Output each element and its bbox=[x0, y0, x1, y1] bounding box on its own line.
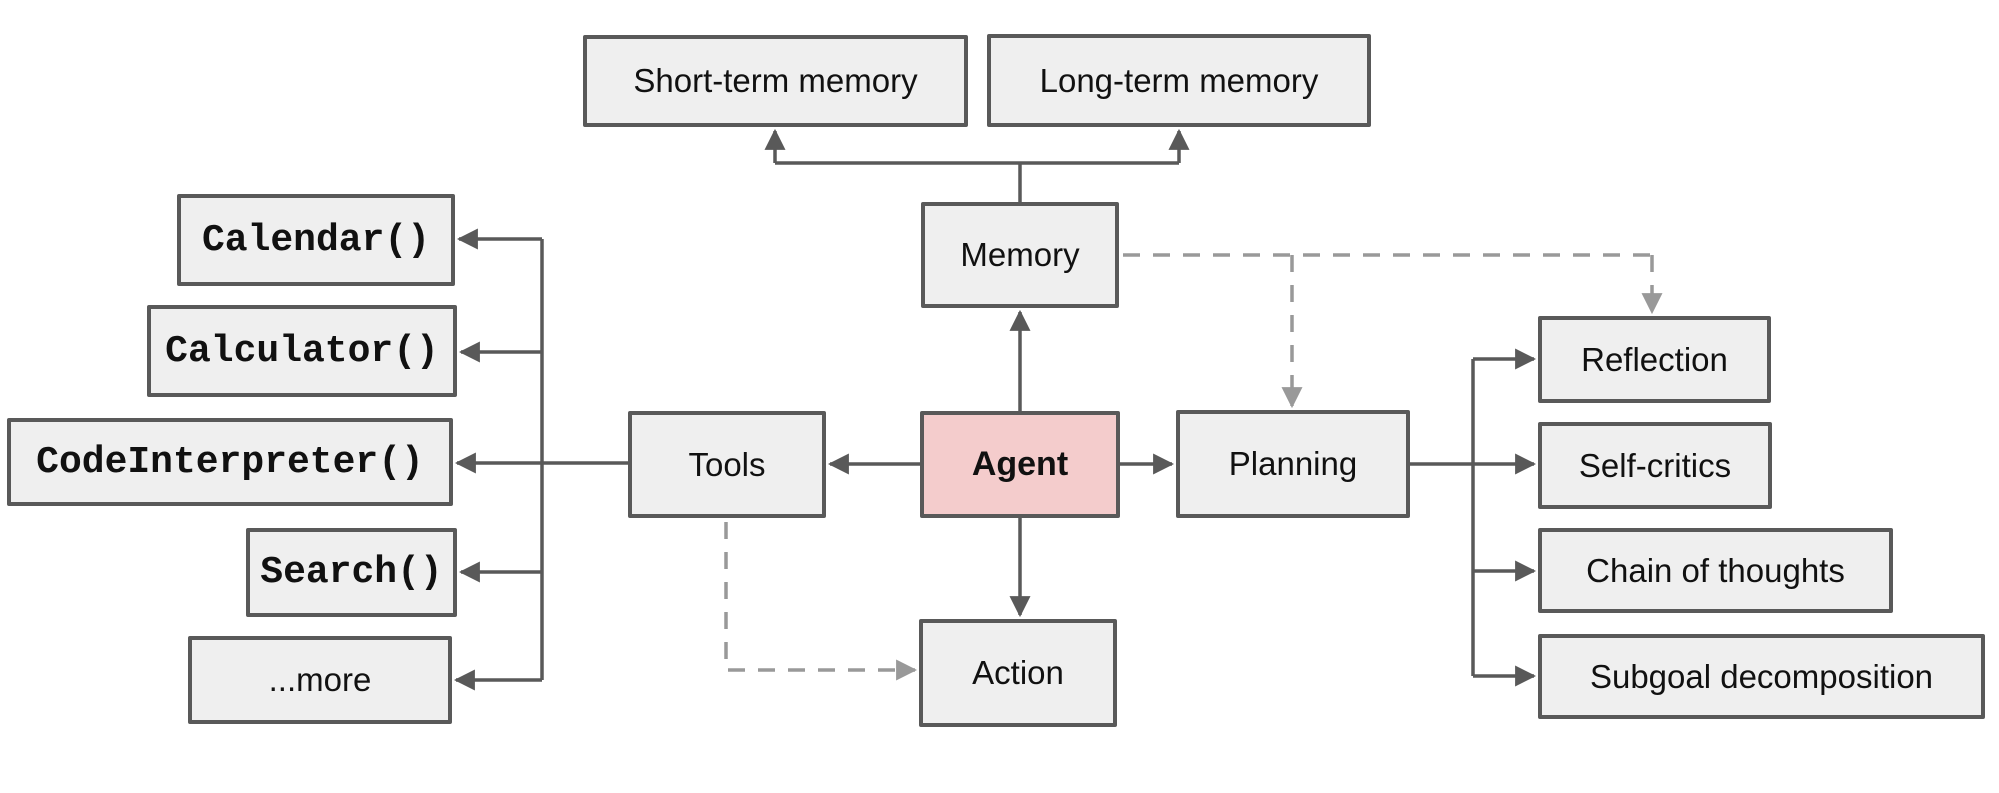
node-self-critics: Self-critics bbox=[1538, 422, 1772, 509]
node-code-interpreter-tool-label: CodeInterpreter() bbox=[36, 440, 424, 484]
edge-memory-fork bbox=[775, 161, 1179, 202]
node-subgoal-decomposition-label: Subgoal decomposition bbox=[1589, 657, 1934, 695]
node-reflection-label: Reflection bbox=[1581, 340, 1728, 378]
node-agent: Agent bbox=[920, 411, 1120, 518]
node-chain-of-thoughts-label: Chain of thoughts bbox=[1586, 551, 1845, 589]
node-calendar-tool-label: Calendar() bbox=[201, 218, 431, 262]
node-short-term-memory: Short-term memory bbox=[583, 35, 968, 127]
node-search-tool-label: Search() bbox=[260, 551, 443, 594]
node-long-term-memory: Long-term memory bbox=[987, 34, 1371, 127]
node-self-critics-label: Self-critics bbox=[1578, 446, 1732, 484]
node-memory: Memory bbox=[921, 202, 1119, 308]
node-reflection: Reflection bbox=[1538, 316, 1771, 403]
edge-planning-trunk bbox=[1410, 359, 1475, 676]
node-action: Action bbox=[919, 619, 1117, 727]
node-agent-label: Agent bbox=[971, 445, 1069, 483]
node-search-tool: Search() bbox=[246, 528, 457, 617]
node-tools: Tools bbox=[628, 411, 826, 518]
node-calendar-tool: Calendar() bbox=[177, 194, 455, 286]
node-code-interpreter-tool: CodeInterpreter() bbox=[7, 418, 453, 506]
node-more-tools: ...more bbox=[188, 636, 452, 724]
node-calculator-tool: Calculator() bbox=[147, 305, 457, 397]
edge-tools-action-dashed bbox=[724, 522, 918, 681]
node-tools-label: Tools bbox=[688, 445, 766, 483]
node-action-label: Action bbox=[972, 654, 1064, 691]
node-short-term-memory-label: Short-term memory bbox=[633, 62, 918, 99]
node-long-term-memory-label: Long-term memory bbox=[1039, 61, 1319, 99]
node-memory-label: Memory bbox=[960, 236, 1080, 273]
node-chain-of-thoughts: Chain of thoughts bbox=[1538, 528, 1893, 613]
node-subgoal-decomposition: Subgoal decomposition bbox=[1538, 634, 1985, 719]
node-planning-label: Planning bbox=[1228, 445, 1358, 482]
node-calculator-tool-label: Calculator() bbox=[165, 329, 439, 373]
node-planning: Planning bbox=[1176, 410, 1410, 518]
node-more-tools-label: ...more bbox=[268, 661, 372, 698]
